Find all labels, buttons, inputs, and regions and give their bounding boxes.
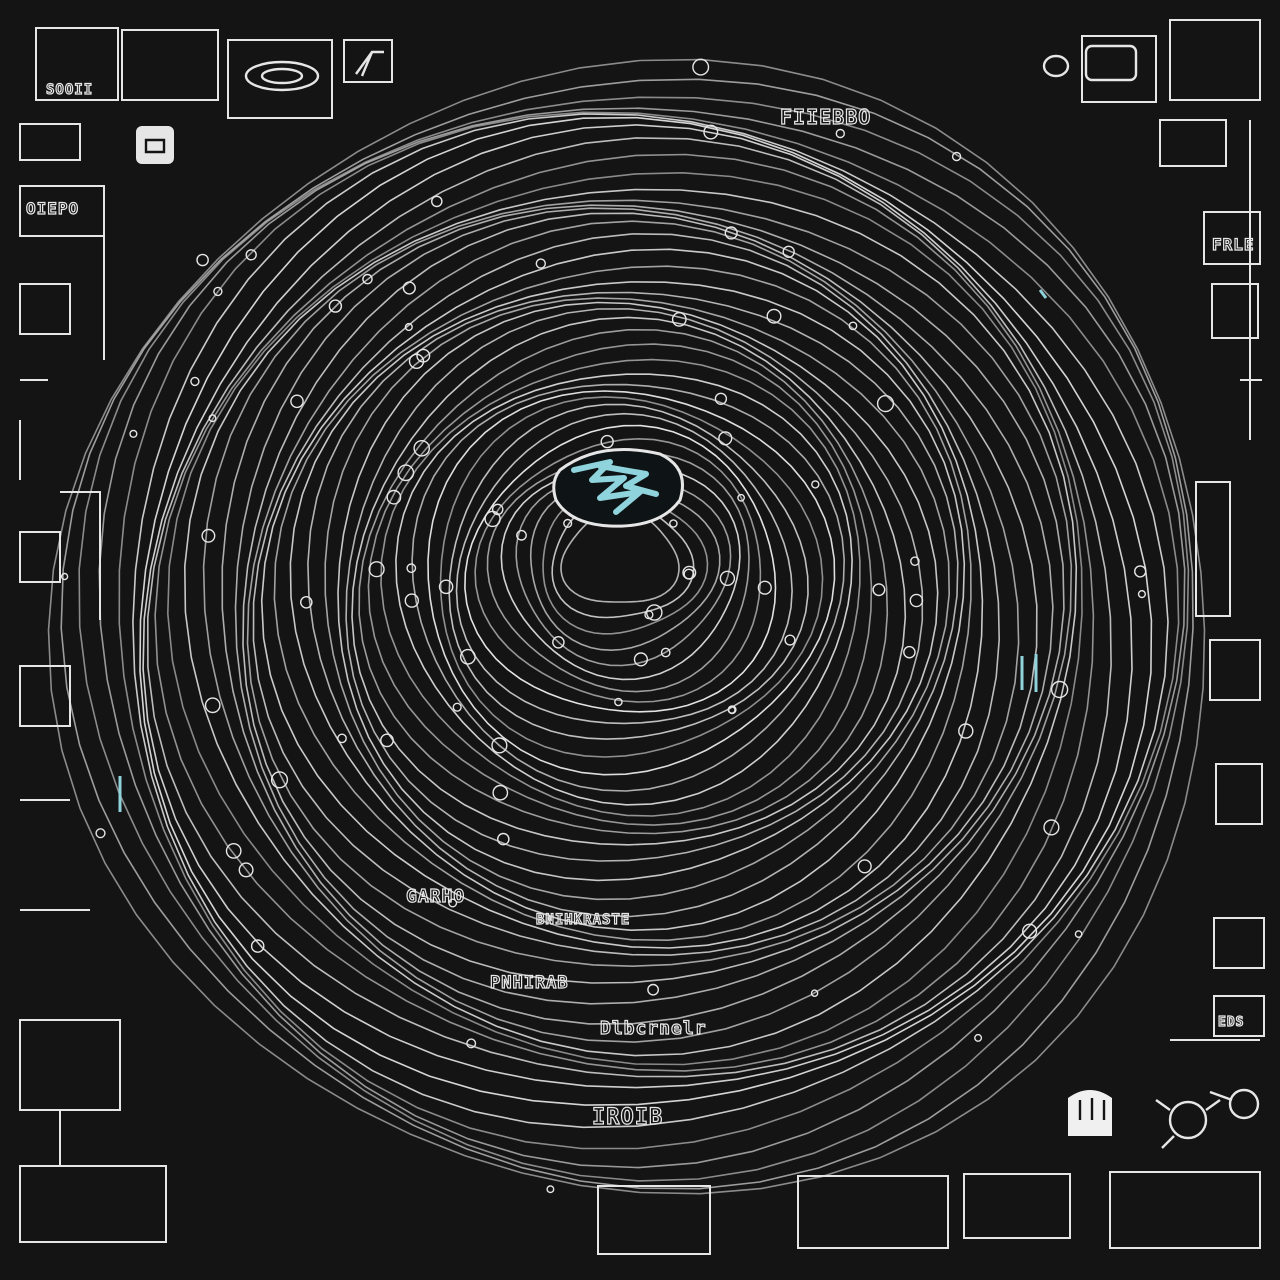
emblem-shield [554,450,683,527]
corner-label: EDS [1218,1015,1244,1030]
ring-label: PNHIRAB [490,973,569,993]
corner-label: OIEPO [26,199,79,218]
ring-label: FIIEBBO [780,105,871,129]
swirl-emblem-icon [554,450,683,527]
corner-label: SOOII [46,82,93,98]
ring-label: GARHO [406,886,465,907]
box-icon [136,126,174,164]
corner-label: FRLE [1212,235,1255,254]
ring-label: Dlbcrnelr [600,1018,707,1039]
ring-label: IROIB [592,1105,663,1130]
bell-icon [1068,1090,1112,1136]
ring-label: BNIHKRASTE [536,912,630,928]
